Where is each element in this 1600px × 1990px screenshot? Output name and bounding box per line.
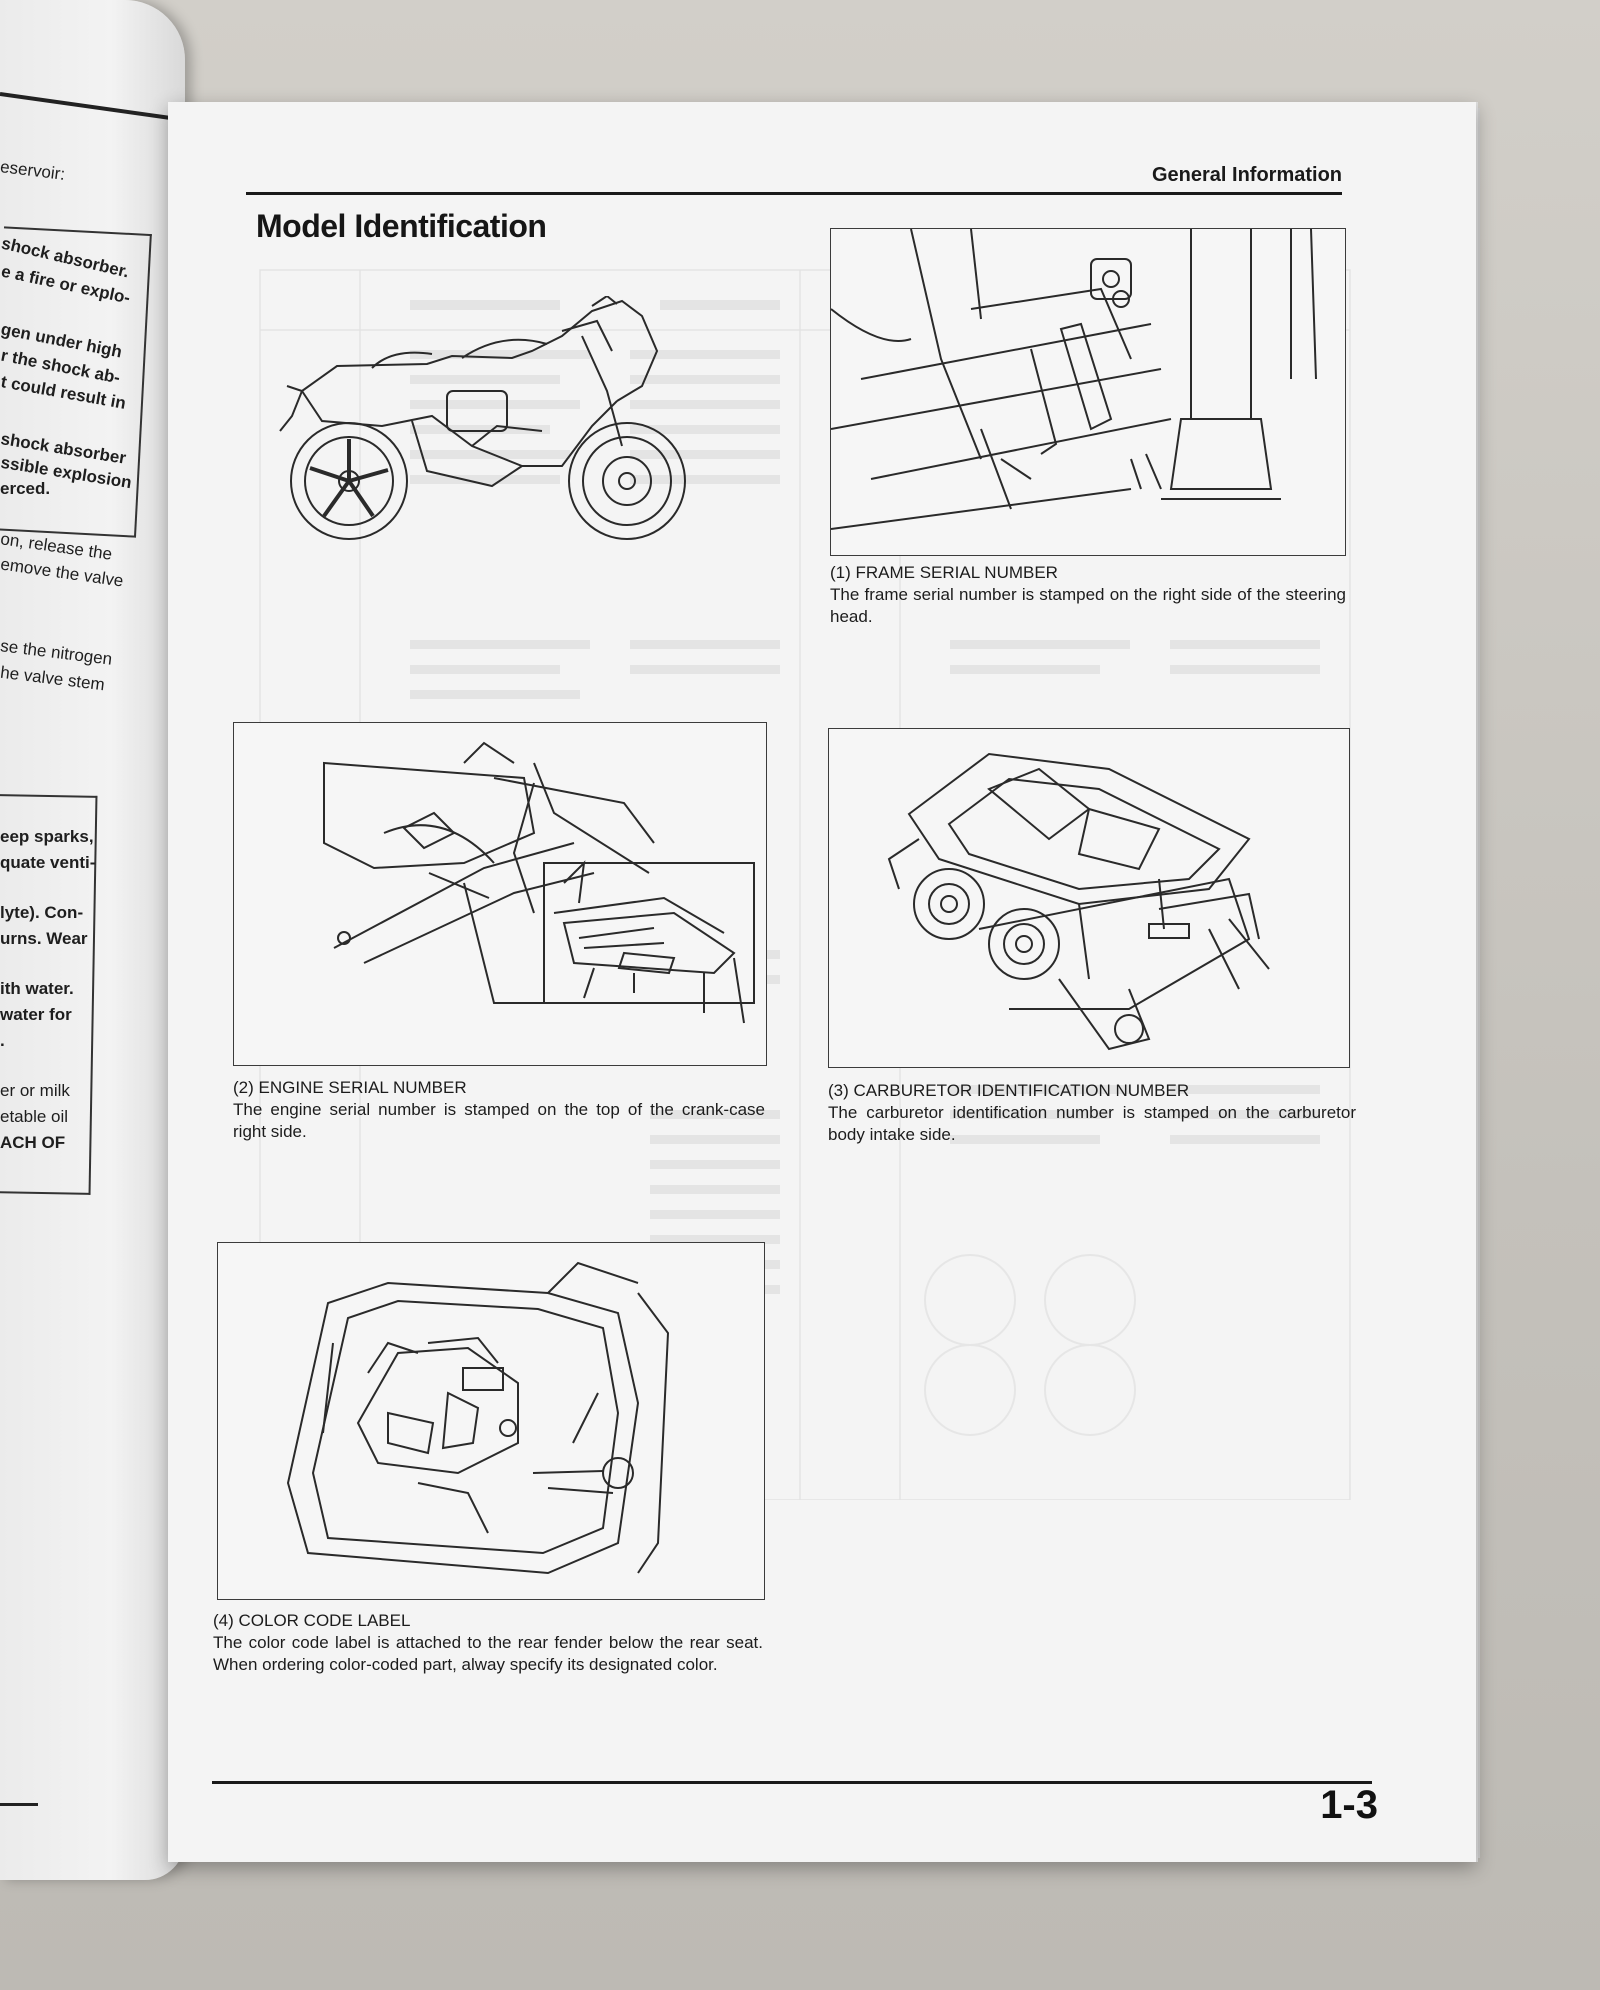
running-header: General Information xyxy=(1151,164,1342,186)
left-text: quate venti- xyxy=(0,853,96,872)
color-code-text: The color code label is attached to the … xyxy=(213,1633,763,1674)
left-text: eservoir: xyxy=(0,157,67,184)
left-text: ACH OF xyxy=(0,1133,66,1152)
carburetor-drawing xyxy=(887,752,1270,1051)
header-rule xyxy=(246,192,1342,195)
left-text: er or milk xyxy=(0,1081,70,1100)
carburetor-id-text: The carburetor identification number is … xyxy=(828,1103,1356,1144)
color-code-label: (4) COLOR CODE LABEL xyxy=(213,1611,411,1630)
engine-drawing xyxy=(323,741,755,1024)
frame-serial-figure xyxy=(830,228,1346,556)
frame-drawing xyxy=(831,229,1317,530)
left-text: ith water. xyxy=(0,979,74,998)
page-number: 1-3 xyxy=(1320,1783,1378,1827)
color-code-caption: (4) COLOR CODE LABEL The color code labe… xyxy=(213,1610,763,1676)
motorcycle-illustration xyxy=(279,296,686,540)
carburetor-id-label: (3) CARBURETOR IDENTIFICATION NUMBER xyxy=(828,1081,1190,1100)
left-page: eservoir: shock absorber. e a fire or ex… xyxy=(0,0,185,1880)
footer-rule xyxy=(212,1781,1372,1784)
frame-serial-text: The frame serial number is stamped on th… xyxy=(830,585,1346,626)
engine-serial-text: The engine serial number is stamped on t… xyxy=(233,1100,765,1141)
page-title: Model Identification xyxy=(256,208,547,244)
left-text: lyte). Con- xyxy=(0,903,84,922)
engine-serial-figure xyxy=(233,722,767,1066)
left-page-footer-rule xyxy=(0,1803,38,1806)
left-text: . xyxy=(0,1031,5,1050)
engine-serial-caption: (2) ENGINE SERIAL NUMBER The engine seri… xyxy=(233,1077,765,1143)
left-text: urns. Wear xyxy=(0,929,88,948)
color-code-figure xyxy=(217,1242,765,1600)
left-text: erced. xyxy=(0,479,51,498)
rear-fender-drawing xyxy=(286,1261,670,1575)
carburetor-id-caption: (3) CARBURETOR IDENTIFICATION NUMBER The… xyxy=(828,1080,1356,1146)
left-text: water for xyxy=(0,1005,72,1024)
left-text: eep sparks, xyxy=(0,827,94,846)
frame-serial-label: (1) FRAME SERIAL NUMBER xyxy=(830,563,1058,582)
left-text: etable oil xyxy=(0,1107,69,1126)
engine-serial-label: (2) ENGINE SERIAL NUMBER xyxy=(233,1078,467,1097)
frame-serial-caption: (1) FRAME SERIAL NUMBER The frame serial… xyxy=(830,562,1346,628)
left-page-header-rule xyxy=(0,92,174,121)
carburetor-id-figure xyxy=(828,728,1350,1068)
